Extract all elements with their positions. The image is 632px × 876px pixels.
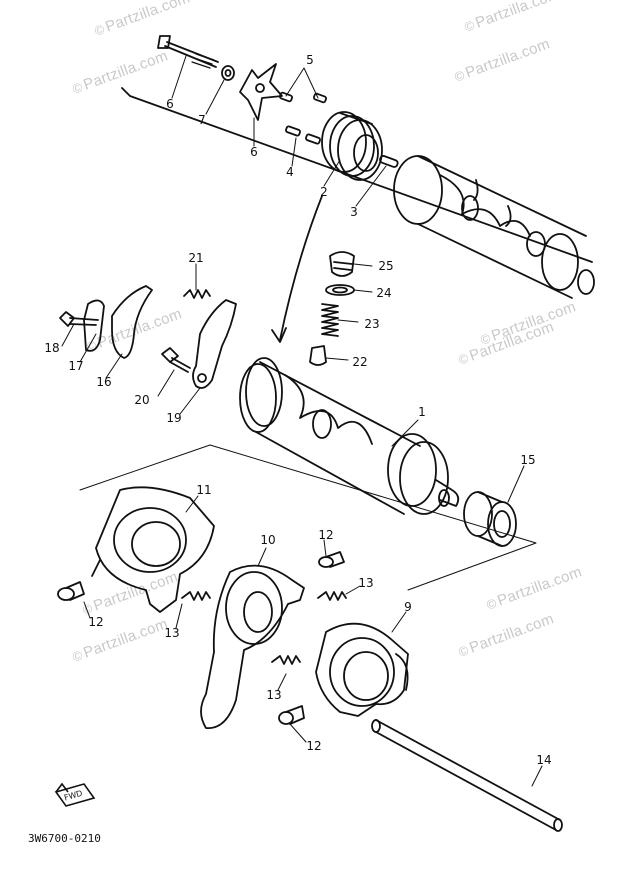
part-6-star-plate: [239, 63, 283, 121]
part-17-plate: [83, 299, 105, 352]
callout-part-19[interactable]: 19: [166, 411, 182, 425]
part-18-bolt: [59, 311, 99, 327]
part-21-spring: [183, 289, 211, 299]
callout-part-10[interactable]: 10: [260, 533, 276, 547]
callout-part-11[interactable]: 11: [196, 483, 212, 497]
callout-part-12c[interactable]: 12: [306, 739, 322, 753]
part-1-shift-drum: [239, 357, 460, 515]
assembly-bracket-line: [121, 87, 593, 263]
callout-part-13a[interactable]: 13: [358, 576, 374, 590]
part-23-spring: [321, 303, 339, 337]
part-10-shift-fork: [200, 564, 305, 729]
callout-part-9[interactable]: 9: [404, 600, 412, 614]
callout-part-24[interactable]: 24: [376, 286, 392, 300]
callout-part-25[interactable]: 25: [378, 259, 394, 273]
callout-part-15[interactable]: 15: [520, 453, 536, 467]
part-4-pins: [285, 125, 321, 145]
callout-part-5[interactable]: 5: [306, 53, 314, 67]
callout-part-1[interactable]: 1: [418, 405, 426, 419]
part-16-lever: [111, 285, 153, 359]
part-3-pin: [379, 155, 399, 168]
part-7-washer: [221, 65, 235, 81]
part-2-segment: [321, 111, 383, 181]
part-19-hole: [197, 373, 207, 383]
part-11-shift-fork: [91, 486, 215, 613]
part-6-center: [255, 83, 265, 93]
callout-part-16[interactable]: 16: [96, 375, 112, 389]
callout-part-14[interactable]: 14: [536, 753, 552, 767]
fork-group-outline: [79, 444, 537, 591]
callout-part-17[interactable]: 17: [68, 359, 84, 373]
callout-part-4[interactable]: 4: [286, 165, 294, 179]
part-24-washer-hole: [332, 286, 348, 294]
front-direction-badge: FWD: [54, 782, 96, 807]
callout-part-3[interactable]: 3: [350, 205, 358, 219]
part-12-pins: [57, 551, 345, 725]
part-19-lever: [192, 299, 237, 389]
callout-part-6-star[interactable]: 6: [250, 145, 258, 159]
assembly-arrowhead: [271, 327, 287, 343]
callout-part-13c[interactable]: 13: [266, 688, 282, 702]
callout-part-22[interactable]: 22: [352, 355, 368, 369]
part-9-shift-fork: [315, 622, 409, 717]
callout-part-13b[interactable]: 13: [164, 626, 180, 640]
callout-part-18[interactable]: 18: [44, 341, 60, 355]
part-8-bolt: [157, 35, 219, 69]
upper-shift-drum: [393, 155, 595, 299]
part-5-pins: [278, 91, 328, 104]
part-24-washer: [325, 284, 355, 296]
part-15-bearing: [463, 491, 517, 547]
callout-part-23[interactable]: 23: [364, 317, 380, 331]
part-22-stopper: [309, 345, 327, 366]
callout-part-2[interactable]: 2: [320, 185, 328, 199]
part-14-fork-shaft: [371, 719, 563, 832]
callout-part-21[interactable]: 21: [188, 251, 204, 265]
callout-part-20[interactable]: 20: [134, 393, 150, 407]
part-13-springs: [181, 591, 347, 665]
callout-part-7[interactable]: 7: [198, 113, 206, 127]
leader-lines: [61, 55, 543, 787]
callout-part-12a[interactable]: 12: [318, 528, 334, 542]
callout-part-12b[interactable]: 12: [88, 615, 104, 629]
part-20-bolt: [161, 347, 191, 373]
part-25-plug: [329, 251, 355, 277]
part-7-washer-hole: [224, 69, 232, 77]
diagram-code: 3W6700-0210: [28, 832, 101, 845]
assembly-arrow: [279, 195, 323, 341]
callout-part-6-bolt[interactable]: 6: [166, 97, 174, 111]
